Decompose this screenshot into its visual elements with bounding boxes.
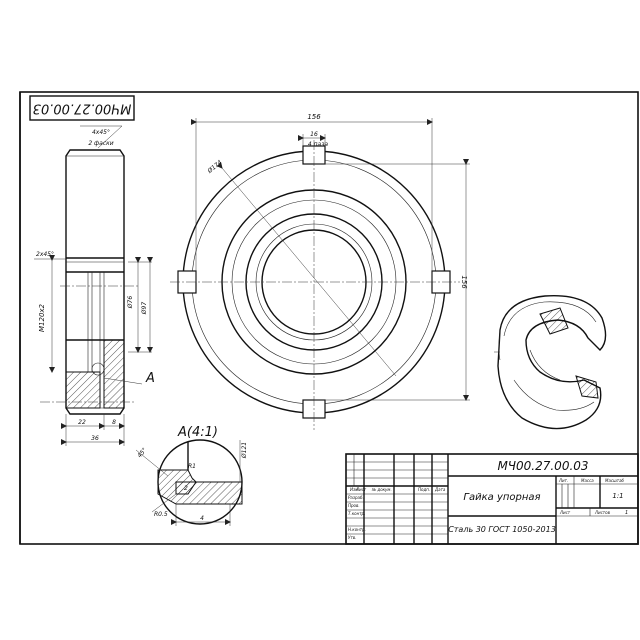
dim-od: Ø174	[206, 159, 224, 176]
tb-row-tkontr: Т.контр.	[348, 511, 365, 516]
detail-r1: R1	[188, 463, 196, 470]
tb-row-prov: Пров.	[348, 503, 360, 508]
detail-d121: Ø121	[241, 442, 248, 459]
rotated-code-text: МЧ00.27.00.03	[33, 101, 132, 116]
sheet-frame	[19, 91, 639, 545]
detail-angle: 45°	[136, 447, 148, 460]
tb-row-utv: Утв.	[348, 535, 356, 540]
dim-d-bore: Ø97	[141, 302, 148, 316]
dim-w36: 36	[91, 435, 99, 442]
dim-slot-note: 4 паза	[308, 141, 329, 148]
title-block: МЧ00.27.00.03 Изм Лист № докум. Подп. Да…	[345, 453, 639, 545]
tb-material: Сталь 30 ГОСТ 1050-2013	[448, 525, 556, 534]
view-label-a: A	[145, 371, 155, 386]
detail-view: A(4:1) 45° R1 2 R0.5 4 Ø121	[135, 425, 248, 526]
tb-col-date: Дата	[434, 487, 446, 492]
tb-col-izm: Изм	[350, 487, 358, 492]
tb-col-doc: № докум.	[371, 487, 392, 492]
tb-sheet: Лист	[559, 510, 571, 515]
front-view: Ø174 156 16 4 паза 156	[170, 113, 470, 430]
dim-chamfer-left: 2x45°	[36, 251, 54, 258]
tb-sheets-count: 1	[625, 510, 628, 516]
dim-w8: 8	[112, 419, 116, 426]
tb-name: Гайка упорная	[463, 492, 540, 503]
detail-2: 2	[184, 485, 188, 492]
tb-col-list: Лист	[355, 487, 367, 492]
tb-mass: Масса	[581, 478, 594, 483]
tb-scale-label: Масштаб	[605, 478, 625, 483]
dim-chamfer-top: 4x45°	[92, 129, 110, 136]
side-section-view: 4x45° 2 фаски 2x45° M120x2 Ø76 Ø97 22 8 …	[34, 125, 155, 446]
dim-thread: M120x2	[38, 303, 46, 332]
tb-col-sign: Подп.	[418, 487, 430, 492]
tb-row-razrab: Разраб.	[348, 495, 364, 500]
dim-d-inner: Ø76	[127, 296, 134, 310]
isometric-view	[494, 294, 607, 430]
tb-sheets: Листов	[594, 510, 611, 515]
tb-lit: Лит.	[558, 478, 568, 483]
detail-4: 4	[200, 515, 204, 522]
dim-top-width: 156	[307, 113, 321, 121]
dim-right-height: 156	[460, 275, 468, 289]
dim-chamfer-note: 2 фаски	[88, 140, 113, 147]
detail-label: A(4:1)	[177, 425, 218, 440]
dim-w22: 22	[78, 419, 86, 426]
tb-row-nkontr: Н.контр.	[348, 527, 366, 532]
tb-designation: МЧ00.27.00.03	[497, 459, 588, 473]
dim-slot-width: 16	[310, 131, 318, 138]
rotated-code-box: МЧ00.27.00.03	[29, 95, 135, 121]
tb-scale: 1:1	[612, 492, 623, 500]
detail-r05: R0.5	[154, 511, 168, 518]
